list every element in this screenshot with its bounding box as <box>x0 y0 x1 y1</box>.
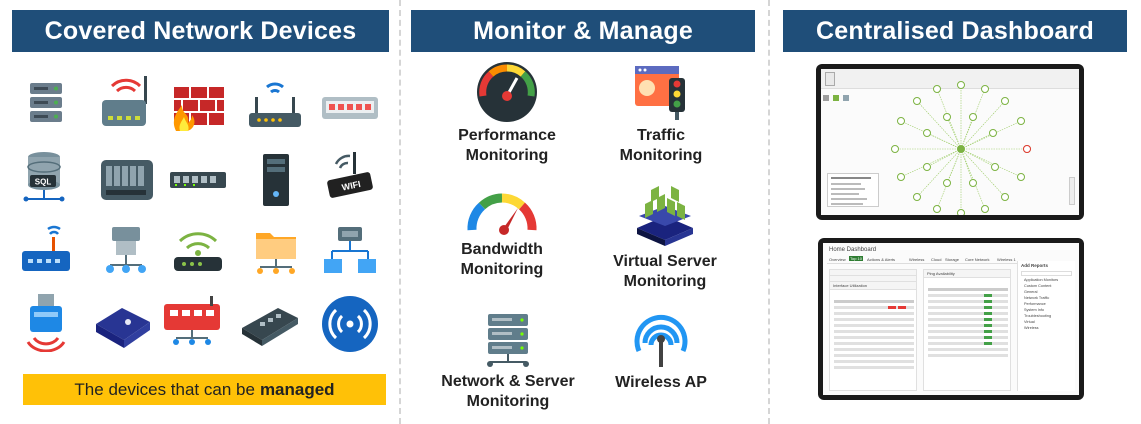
wireless-signal-icon <box>318 292 382 356</box>
shared-folder-icon <box>244 219 308 283</box>
tab-item[interactable]: Wireless 1 <box>997 257 1016 262</box>
report-item[interactable]: Application Monitors <box>1024 278 1059 282</box>
zoom-control[interactable] <box>1069 177 1075 205</box>
dashboard-title: Home Dashboard <box>829 247 877 253</box>
wifi-gateway-red-icon <box>160 292 224 356</box>
map-tool-icon[interactable] <box>833 95 839 101</box>
report-item[interactable]: Wireless <box>1024 326 1039 330</box>
section-divider <box>768 0 770 424</box>
map-tool-icon[interactable] <box>843 95 849 101</box>
server-rack-icon <box>14 73 78 137</box>
tab-item[interactable]: Core Network <box>965 257 990 262</box>
network-topology-icon <box>318 219 382 283</box>
access-point-router-icon <box>243 73 307 137</box>
report-item[interactable]: General <box>1024 290 1038 294</box>
ethernet-switch-icon <box>166 148 230 212</box>
wifi-router-icon <box>94 70 158 134</box>
virtual-server-label-1: Virtual Server <box>613 253 717 270</box>
performance-label-2: Monitoring <box>465 147 549 164</box>
map-tool-icon[interactable] <box>823 95 829 101</box>
sql-database-icon: SQL <box>14 145 78 209</box>
report-item[interactable]: Network Traffic <box>1024 296 1050 300</box>
tab-item[interactable]: Storage <box>945 257 960 262</box>
network-server-label-2: Monitoring <box>466 393 550 410</box>
home-dashboard-screen: Home Dashboard Overview Top 10 Actions &… <box>818 238 1084 400</box>
server-stack-icon <box>637 186 693 246</box>
section-divider <box>399 0 401 424</box>
gauge-icon <box>467 193 537 235</box>
add-reports-panel: Add Reports Application Monitors Custom … <box>1017 261 1075 391</box>
virtual-server-label-2: Monitoring <box>623 273 707 290</box>
nas-storage-icon <box>95 148 159 212</box>
panel-left-title: Interface Utilization <box>830 282 916 290</box>
report-item[interactable]: System Info <box>1024 308 1045 312</box>
toolbar-button[interactable] <box>825 72 835 86</box>
traffic-label-2: Monitoring <box>619 147 703 164</box>
banner-prefix: The devices that can be <box>74 379 255 399</box>
network-switch-icon <box>318 75 382 139</box>
report-item[interactable]: Troubleshooting <box>1024 314 1052 318</box>
network-hub-icon <box>94 217 158 281</box>
traffic-light-icon <box>635 66 685 120</box>
speedometer-icon <box>477 62 537 122</box>
monitor-section-title: Monitor & Manage <box>411 10 755 52</box>
network-map-graph <box>891 81 1031 215</box>
interface-utilization-panel: Interface Utilization <box>829 269 917 391</box>
dashboard-tabs: Overview Top 10 Actions & Alerts Wireles… <box>827 256 1075 264</box>
bandwidth-label-2: Monitoring <box>460 261 544 278</box>
reports-title: Add Reports <box>1021 263 1048 268</box>
network-map-screen <box>816 64 1084 220</box>
tower-server-icon <box>244 148 308 212</box>
svg-text:SQL: SQL <box>35 178 52 187</box>
report-item[interactable]: Custom Content <box>1024 284 1052 288</box>
reports-search-input[interactable] <box>1021 271 1072 276</box>
wireless-ap-label: Wireless AP <box>615 374 707 391</box>
network-server-label-1: Network & Server <box>441 373 575 390</box>
tab-item[interactable]: Overview <box>829 257 846 262</box>
wireless-modem-icon <box>14 217 78 281</box>
dashboard-section-title: Centralised Dashboard <box>783 10 1127 52</box>
bandwidth-label-1: Bandwidth <box>461 241 543 258</box>
report-item[interactable]: Performance <box>1024 302 1046 306</box>
svg-text:WIFI: WIFI <box>341 179 362 193</box>
banner-emphasis: managed <box>259 379 335 399</box>
usb-wireless-adapter-icon <box>14 290 78 354</box>
tab-item[interactable]: Wireless <box>909 257 925 262</box>
wireless-ap-item: Wireless AP <box>586 313 736 393</box>
tab-item[interactable]: Top 10 <box>849 256 864 261</box>
firewall-icon <box>166 73 230 137</box>
wifi-modem-green-icon <box>166 219 230 283</box>
panel-right-title: Ping Availability <box>924 270 1010 278</box>
network-card-icon <box>238 292 302 356</box>
performance-label-1: Performance <box>458 127 556 144</box>
map-legend <box>827 173 879 207</box>
wifi-dongle-icon: WIFI <box>318 146 382 210</box>
report-item[interactable]: Virtual <box>1024 320 1035 324</box>
traffic-label-1: Traffic <box>636 127 685 144</box>
devices-section-title: Covered Network Devices <box>12 10 389 52</box>
tab-item[interactable]: Cloud <box>931 257 942 262</box>
network-server-icon <box>487 314 529 367</box>
ping-availability-panel: Ping Availability <box>923 269 1011 391</box>
wireless-antenna-icon <box>634 314 688 367</box>
tab-item[interactable]: Actions & Alerts <box>867 257 896 262</box>
media-box-icon <box>90 292 154 356</box>
